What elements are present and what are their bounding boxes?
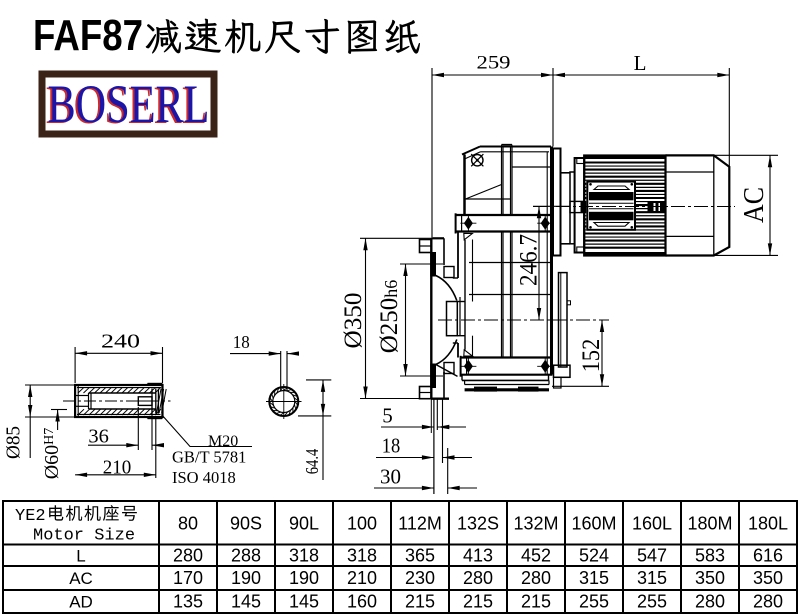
svg-text:100: 100	[347, 514, 377, 534]
svg-text:36: 36	[88, 426, 109, 448]
svg-text:547: 547	[637, 545, 667, 565]
svg-text:190: 190	[231, 568, 261, 588]
svg-text:215: 215	[405, 592, 435, 612]
svg-text:AD: AD	[69, 593, 93, 612]
svg-text:90L: 90L	[289, 514, 319, 534]
svg-text:135: 135	[173, 592, 203, 612]
svg-text:280: 280	[463, 568, 493, 588]
svg-text:132S: 132S	[457, 514, 499, 534]
svg-text:GB/T 5781: GB/T 5781	[172, 448, 246, 467]
svg-text:18: 18	[233, 332, 250, 352]
svg-text:L: L	[76, 546, 85, 565]
svg-text:L: L	[634, 51, 647, 75]
svg-text:180L: 180L	[748, 514, 788, 534]
svg-text:210: 210	[103, 457, 132, 479]
svg-text:259: 259	[477, 53, 511, 74]
svg-text:413: 413	[463, 545, 493, 565]
svg-text:ISO 4018: ISO 4018	[172, 468, 236, 487]
svg-text:246.7: 246.7	[516, 234, 543, 286]
svg-text:152: 152	[578, 339, 605, 373]
svg-text:AC: AC	[69, 569, 93, 588]
svg-text:524: 524	[579, 545, 609, 565]
svg-text:Ø60H7: Ø60H7	[41, 428, 63, 480]
svg-text:288: 288	[231, 545, 261, 565]
svg-text:210: 210	[347, 568, 377, 588]
svg-text:160M: 160M	[571, 514, 616, 534]
svg-text:350: 350	[753, 568, 783, 588]
svg-text:Ø350: Ø350	[340, 293, 367, 349]
svg-text:318: 318	[289, 545, 319, 565]
svg-text:160L: 160L	[632, 514, 672, 534]
svg-text:5: 5	[382, 404, 393, 428]
svg-text:145: 145	[231, 592, 261, 612]
svg-text:Ø85: Ø85	[3, 426, 25, 459]
svg-text:280: 280	[521, 568, 551, 588]
svg-text:315: 315	[637, 568, 667, 588]
svg-text:583: 583	[695, 545, 725, 565]
svg-text:18: 18	[382, 434, 401, 458]
svg-text:64.4: 64.4	[302, 449, 322, 475]
svg-text:315: 315	[579, 568, 609, 588]
svg-text:350: 350	[695, 568, 725, 588]
svg-text:80: 80	[178, 514, 198, 534]
svg-text:280: 280	[753, 592, 783, 612]
svg-text:280: 280	[173, 545, 203, 565]
svg-text:30: 30	[380, 465, 401, 489]
svg-text:AC: AC	[739, 187, 770, 223]
svg-text:215: 215	[521, 592, 551, 612]
svg-text:M20: M20	[208, 433, 238, 450]
svg-text:255: 255	[579, 592, 609, 612]
svg-text:112M: 112M	[398, 514, 442, 534]
svg-text:452: 452	[521, 545, 551, 565]
svg-text:160: 160	[347, 592, 377, 612]
svg-text:180M: 180M	[687, 514, 732, 534]
svg-text:170: 170	[173, 568, 203, 588]
svg-text:190: 190	[289, 568, 319, 588]
svg-text:Motor Size: Motor Size	[33, 527, 135, 546]
svg-text:255: 255	[637, 592, 667, 612]
svg-text:132M: 132M	[513, 514, 558, 534]
svg-text:365: 365	[405, 545, 435, 565]
svg-text:YE2: YE2	[15, 507, 46, 526]
svg-text:230: 230	[405, 568, 435, 588]
svg-text:145: 145	[289, 592, 319, 612]
svg-text:215: 215	[463, 592, 493, 612]
svg-text:318: 318	[347, 545, 377, 565]
svg-text:240: 240	[101, 331, 140, 353]
svg-text:BOSERL: BOSERL	[46, 75, 208, 135]
svg-text:Ø250h6: Ø250h6	[376, 280, 403, 354]
svg-text:FAF87: FAF87	[33, 11, 143, 60]
svg-text:616: 616	[753, 545, 783, 565]
svg-text:280: 280	[695, 592, 725, 612]
svg-text:90S: 90S	[230, 514, 262, 534]
svg-text:BOSERL: BOSERL	[48, 74, 210, 134]
